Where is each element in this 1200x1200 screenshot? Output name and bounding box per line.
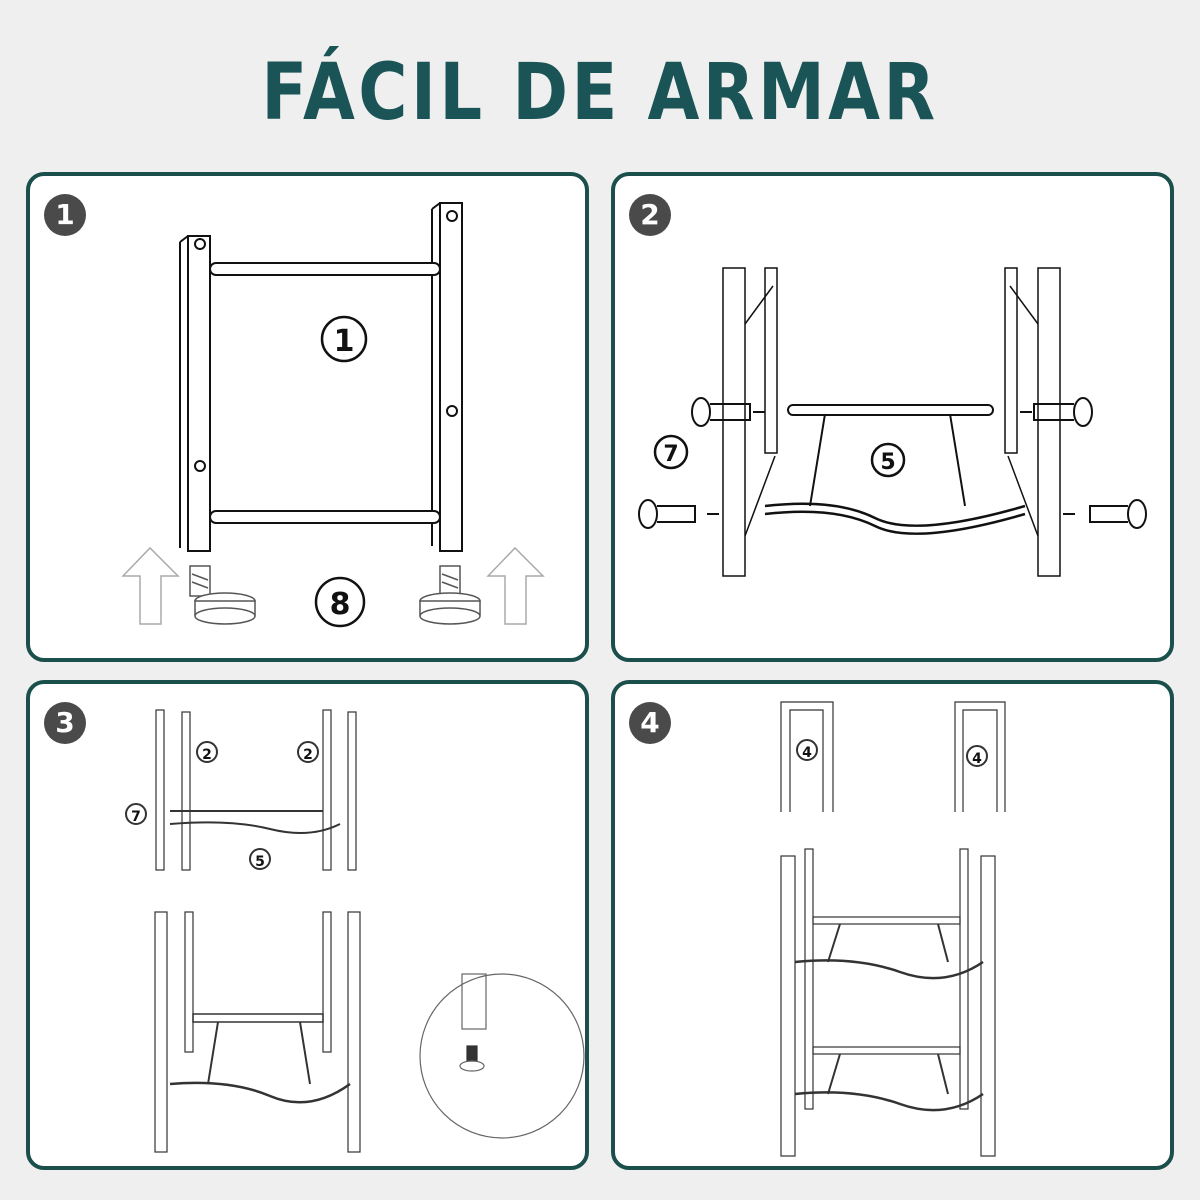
step-3-panel: 3 2 2 7 5 <box>26 680 589 1170</box>
step-2-panel: 2 5 7 <box>611 172 1174 662</box>
step-4-panel: 4 4 4 <box>611 680 1174 1170</box>
svg-text:5: 5 <box>880 450 895 475</box>
step-4-diagram: 4 4 <box>780 701 1006 1157</box>
step-1-panel: 1 1 8 <box>26 172 589 662</box>
svg-text:2: 2 <box>202 747 212 763</box>
step-3-diagram: 2 2 7 5 <box>125 709 585 1153</box>
svg-text:8: 8 <box>330 587 351 622</box>
svg-text:4: 4 <box>802 745 812 761</box>
step-2-diagram: 5 7 <box>638 267 1147 577</box>
svg-text:7: 7 <box>131 809 141 825</box>
step-number-badge: 4 <box>629 702 671 744</box>
svg-text:2: 2 <box>303 747 313 763</box>
svg-text:4: 4 <box>972 751 982 767</box>
svg-text:7: 7 <box>663 442 678 467</box>
step-1-diagram: 1 8 <box>121 202 545 628</box>
step-number-badge: 2 <box>629 194 671 236</box>
svg-text:1: 1 <box>334 324 355 359</box>
step-number-badge: 1 <box>44 194 86 236</box>
step-number-badge: 3 <box>44 702 86 744</box>
svg-text:5: 5 <box>255 854 265 870</box>
page-title: FÁCIL DE ARMAR <box>261 48 939 138</box>
